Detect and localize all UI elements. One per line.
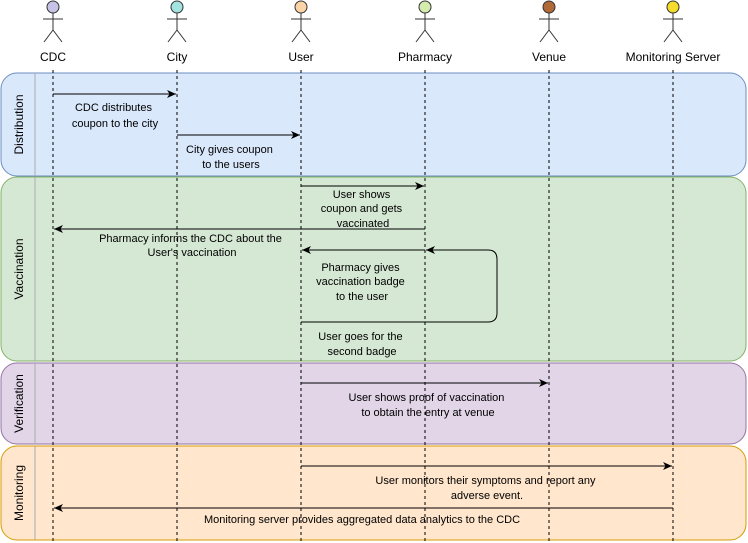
actor-venue: Venue bbox=[532, 0, 566, 64]
phase-vaccination: Vaccination bbox=[0, 176, 747, 362]
actor-cdc: CDC bbox=[40, 0, 66, 64]
actor-venue-icon bbox=[542, 0, 556, 14]
actor-monitoring-server-label: Monitoring Server bbox=[626, 50, 721, 64]
phase-monitoring: Monitoring bbox=[0, 445, 747, 541]
actor-pharmacy-body bbox=[415, 13, 435, 43]
phase-lanes: Distribution Vaccination Verification Mo… bbox=[0, 72, 747, 541]
actor-monitoring-server: Monitoring Server bbox=[626, 0, 721, 64]
actor-monitoring-server-body bbox=[663, 13, 683, 43]
phase-distribution-label: Distribution bbox=[12, 94, 26, 154]
phase-distribution-lane bbox=[0, 72, 747, 177]
actor-cdc-label: CDC bbox=[40, 50, 66, 64]
actor-pharmacy-label: Pharmacy bbox=[398, 50, 452, 64]
actor-city-icon bbox=[170, 0, 184, 14]
lifelines bbox=[52, 70, 674, 543]
actor-venue-body bbox=[539, 13, 559, 43]
phase-verification-label: Verification bbox=[12, 374, 26, 433]
actor-cdc-body bbox=[43, 13, 63, 43]
message-user-second-badge-loop-arrow bbox=[301, 246, 498, 323]
actor-monitoring-server-icon bbox=[666, 0, 680, 14]
message-pharmacy-to-user-label: Pharmacy gives vaccination badge to the … bbox=[316, 262, 408, 303]
actor-pharmacy: Pharmacy bbox=[398, 0, 452, 64]
message-monitor-to-cdc-label: Monitoring server provides aggregated da… bbox=[204, 514, 520, 526]
phase-verification: Verification bbox=[0, 362, 747, 445]
message-user-to-pharmacy-label: User shows coupon and gets vaccinated bbox=[321, 189, 405, 230]
message-pharmacy-to-cdc-label: Pharmacy informs the CDC about the User'… bbox=[99, 233, 285, 259]
message-user-to-monitor-label: User monitors their symptoms and report … bbox=[375, 475, 598, 502]
message-cdc-to-city-label: CDC distributes coupon to the city bbox=[72, 102, 159, 130]
phase-monitoring-lane bbox=[0, 445, 747, 541]
actor-user-icon bbox=[294, 0, 308, 14]
actor-city-label: City bbox=[167, 50, 188, 64]
actor-venue-label: Venue bbox=[532, 50, 566, 64]
messages bbox=[53, 90, 673, 512]
phase-verification-lane bbox=[0, 362, 747, 445]
message-user-second-badge-label: User goes for the second badge bbox=[318, 331, 405, 358]
actor-user-label: User bbox=[288, 50, 313, 64]
message-city-to-user-label: City gives coupon to the users bbox=[186, 144, 276, 171]
actor-pharmacy-icon bbox=[418, 0, 432, 14]
actors: CDC City User Pharmacy Venue Monitoring … bbox=[40, 0, 721, 64]
message-labels: CDC distributes coupon to the city City … bbox=[72, 102, 598, 526]
actor-user-body bbox=[291, 13, 311, 43]
actor-city-body bbox=[167, 13, 187, 43]
phase-vaccination-lane bbox=[0, 176, 747, 362]
actor-city: City bbox=[167, 0, 188, 64]
phase-distribution: Distribution bbox=[0, 72, 747, 177]
phase-vaccination-label: Vaccination bbox=[12, 238, 26, 299]
phase-monitoring-label: Monitoring bbox=[12, 465, 26, 521]
message-user-to-venue-label: User shows proof of vaccination to obtai… bbox=[349, 392, 508, 419]
actor-cdc-icon bbox=[46, 0, 60, 14]
actor-user: User bbox=[288, 0, 314, 64]
